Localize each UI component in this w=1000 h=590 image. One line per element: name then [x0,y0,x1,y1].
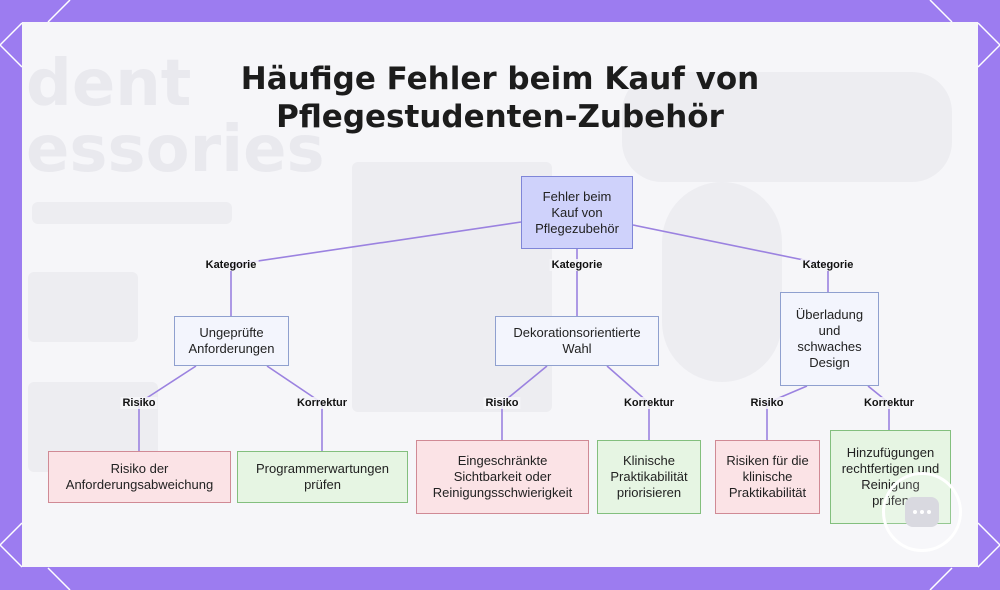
edge-label-fix: Korrektur [862,397,916,409]
root-node-label: Fehler beim Kauf von Pflegezubehör [528,189,626,237]
edge-category-risk-3 [767,386,807,440]
category-node-label: Ungeprüfte Anforderungen [181,325,282,357]
edge-label-category: Kategorie [801,259,856,271]
risk-node: Risiken für die klinische Praktikabilitä… [715,440,820,514]
category-node-label: Dekorationsorientierte Wahl [502,325,652,357]
root-node: Fehler beim Kauf von Pflegezubehör [521,176,633,249]
edge-label-risk: Risiko [483,397,520,409]
fix-node: Programmerwartungen prüfen [237,451,408,503]
chat-button[interactable] [882,472,962,552]
edge-label-category: Kategorie [204,259,259,271]
edge-root-category-3 [633,225,828,292]
edge-label-fix: Korrektur [622,397,676,409]
risk-node: Risiko der Anforderungsabweichung [48,451,231,503]
category-node: Überladung und schwaches Design [780,292,879,386]
category-node-label: Überladung und schwaches Design [791,307,868,371]
risk-node-label: Eingeschränkte Sichtbarkeit oder Reinigu… [429,453,576,501]
edge-label-risk: Risiko [748,397,785,409]
category-node: Ungeprüfte Anforderungen [174,316,289,366]
fix-node-label: Programmerwartungen prüfen [250,461,395,493]
risk-node: Eingeschränkte Sichtbarkeit oder Reinigu… [416,440,589,514]
category-node: Dekorationsorientierte Wahl [495,316,659,366]
edge-root-category-1 [231,222,521,316]
edge-label-risk: Risiko [120,397,157,409]
chat-icon [905,497,939,527]
risk-node-label: Risiko der Anforderungsabweichung [55,461,224,493]
edge-label-category: Kategorie [550,259,605,271]
edge-label-fix: Korrektur [295,397,349,409]
fix-node: Klinische Praktikabilität priorisieren [597,440,701,514]
fix-node-label: Klinische Praktikabilität priorisieren [604,453,694,501]
risk-node-label: Risiken für die klinische Praktikabilitä… [722,453,813,501]
